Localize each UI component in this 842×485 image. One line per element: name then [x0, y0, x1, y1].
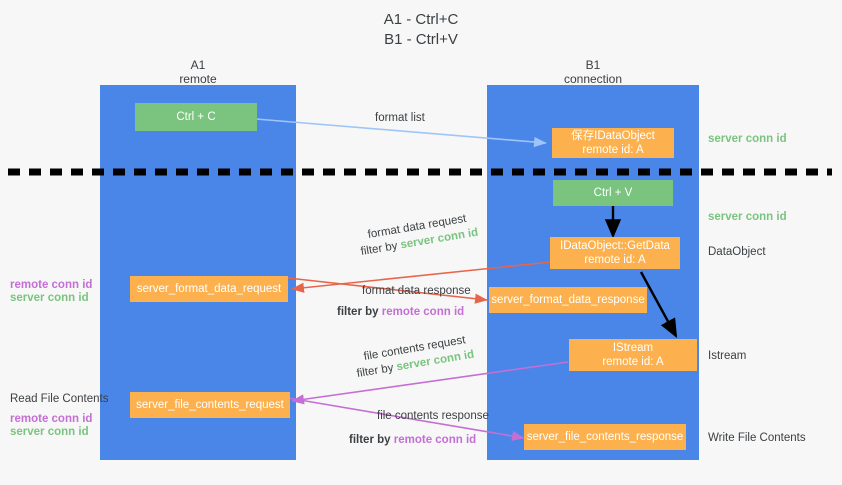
column-header-a1: A1 remote: [118, 58, 278, 86]
column-b1-name: B1: [585, 58, 601, 72]
arrow-format-list: [255, 118, 547, 148]
box-server-format-data-response[interactable]: server_format_data_response: [489, 287, 647, 313]
arrow-getdata-to-istream: [639, 271, 678, 339]
column-a1-name: A1: [190, 58, 206, 72]
box-ctrl-c[interactable]: Ctrl + C: [135, 103, 257, 131]
box-server-format-data-request[interactable]: server_format_data_request: [130, 276, 288, 302]
right-label-server-conn-id-top: server conn id: [708, 133, 787, 145]
right-label-write-file-contents: Write File Contents: [708, 432, 806, 444]
label-filter-by-2: filter by: [337, 306, 379, 318]
box-idataobject-getdata[interactable]: IDataObject::GetData remote id: A: [550, 237, 680, 269]
left-label-server-conn-id-2: server conn id: [10, 426, 89, 438]
box-server-format-data-request-label: server_format_data_request: [136, 283, 282, 295]
arrow-file-contents-response: [287, 397, 525, 442]
label-file-contents-response: file contents response: [377, 410, 489, 422]
label-format-data-response-filter: filter by remote conn id: [337, 305, 464, 319]
label-format-data-response: format data response: [362, 285, 471, 297]
box-server-file-contents-request-label: server_file_contents_request: [136, 399, 284, 411]
box-server-file-contents-request[interactable]: server_file_contents_request: [130, 392, 290, 418]
right-label-istream: Istream: [708, 350, 747, 362]
box-server-file-contents-response[interactable]: server_file_contents_response: [524, 424, 686, 450]
box-save-idataobject[interactable]: 保存IDataObject remote id: A: [552, 128, 674, 158]
box-ctrl-v-label: Ctrl + V: [593, 187, 633, 199]
box-istream-line1: IStream: [612, 342, 654, 354]
box-istream[interactable]: IStream remote id: A: [569, 339, 697, 371]
left-label-read-file-contents: Read File Contents: [10, 393, 109, 405]
box-getdata-line1: IDataObject::GetData: [560, 240, 670, 252]
column-a1-sub: remote: [179, 72, 217, 86]
box-server-format-data-response-label: server_format_data_response: [491, 294, 645, 306]
label-remote-conn-id-2: remote conn id: [393, 434, 477, 446]
diagram-title: A1 - Ctrl+C B1 - Ctrl+V: [0, 10, 842, 50]
box-ctrl-v[interactable]: Ctrl + V: [553, 180, 673, 206]
left-label-remote-conn-id-2: remote conn id: [10, 413, 93, 425]
label-remote-conn-id-1: remote conn id: [381, 306, 465, 318]
arrow-format-data-request: [291, 261, 552, 293]
title-line-1: A1 - Ctrl+C: [383, 11, 459, 28]
arrow-file-contents-request: [291, 361, 569, 405]
label-format-list: format list: [375, 112, 425, 124]
box-getdata-line2: remote id: A: [584, 254, 646, 266]
box-ctrl-c-label: Ctrl + C: [176, 111, 216, 123]
left-label-remote-conn-id-1: remote conn id: [10, 279, 93, 291]
box-save-idataobject-line2: remote id: A: [582, 144, 644, 156]
label-file-contents-response-filter: filter by remote conn id: [349, 433, 476, 447]
right-label-dataobject: DataObject: [708, 246, 766, 258]
box-istream-line2: remote id: A: [602, 356, 664, 368]
label-filter-by-4: filter by: [349, 434, 391, 446]
arrow-format-data-response: [287, 277, 488, 304]
column-header-b1: B1 connection: [513, 58, 673, 86]
left-label-server-conn-id-1: server conn id: [10, 292, 89, 304]
column-b1-sub: connection: [563, 72, 623, 86]
right-label-server-conn-id-mid: server conn id: [708, 211, 787, 223]
box-save-idataobject-line1: 保存IDataObject: [571, 130, 655, 142]
box-server-file-contents-response-label: server_file_contents_response: [526, 431, 684, 443]
title-line-2: B1 - Ctrl+V: [384, 31, 458, 48]
